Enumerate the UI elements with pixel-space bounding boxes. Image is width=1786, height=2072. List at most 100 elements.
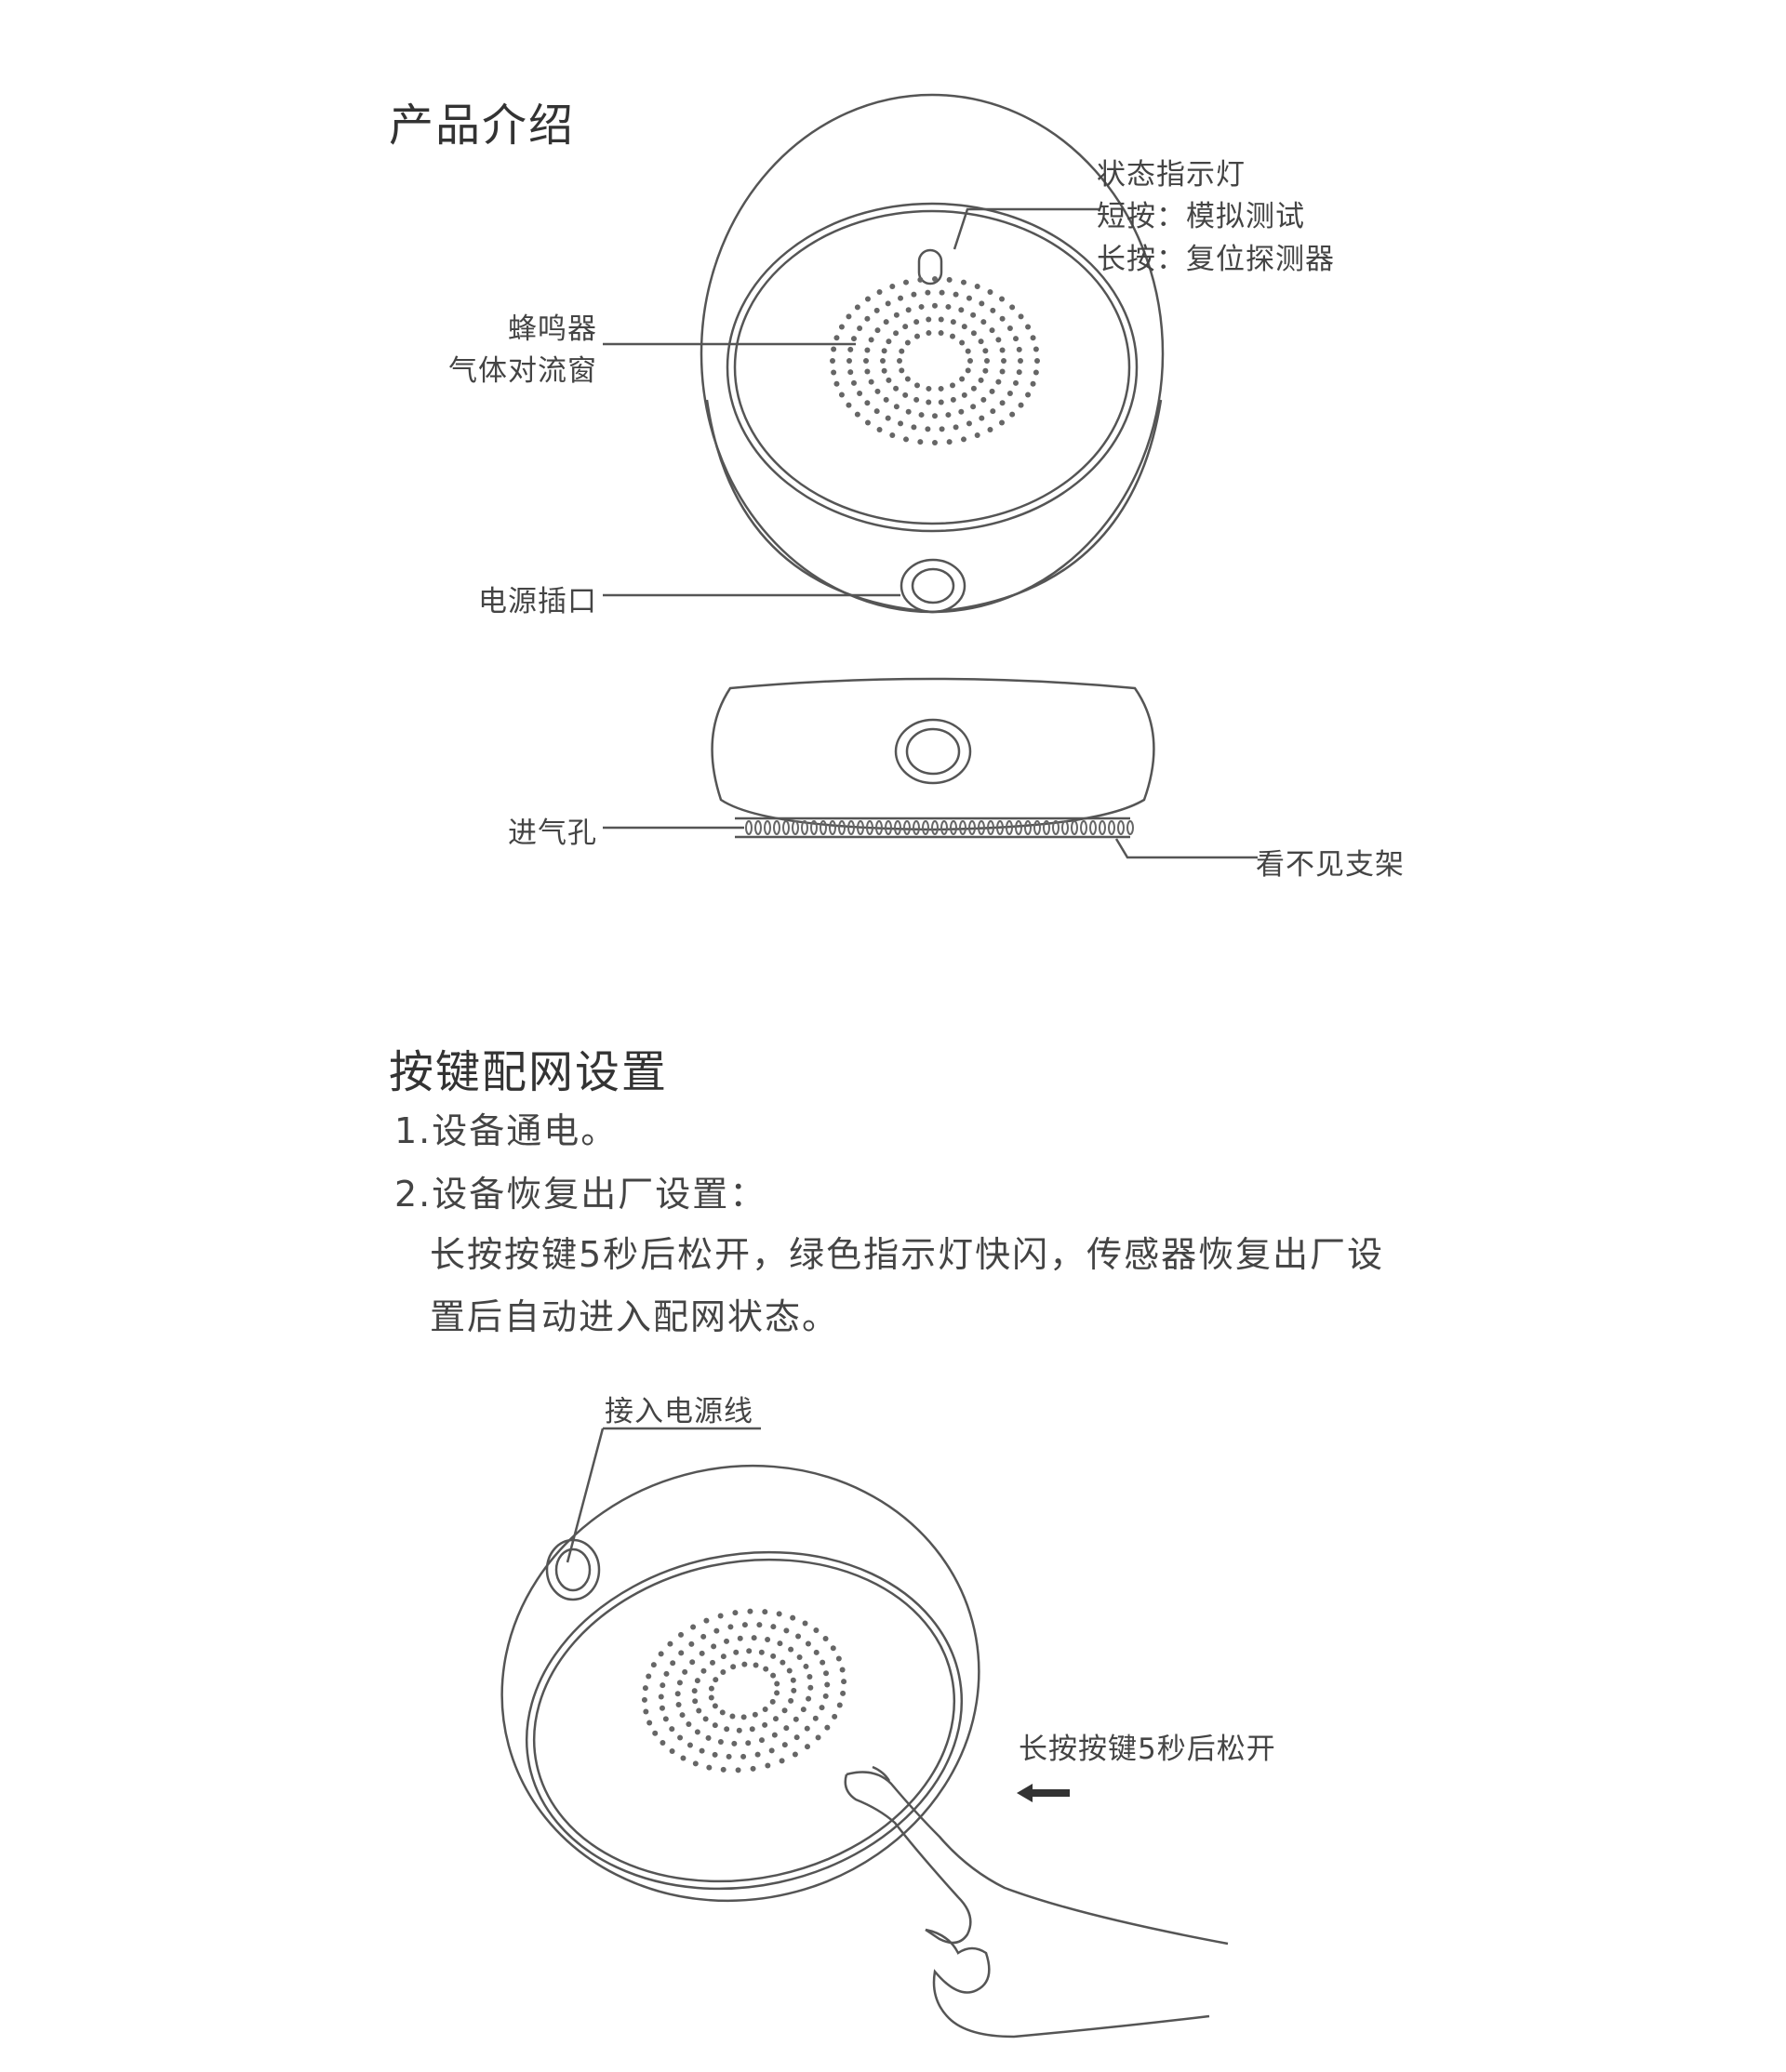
intake-slot bbox=[1080, 820, 1087, 835]
speaker-hole bbox=[756, 1622, 763, 1628]
speaker-hole bbox=[824, 1724, 831, 1731]
speaker-hole bbox=[978, 339, 984, 345]
speaker-hole bbox=[914, 382, 920, 389]
speaker-hole bbox=[911, 424, 917, 431]
speaker-hole bbox=[946, 439, 953, 445]
speaker-hole bbox=[754, 1751, 761, 1758]
speaker-hole bbox=[950, 319, 956, 325]
speaker-hole bbox=[926, 330, 932, 337]
intake-slot bbox=[810, 820, 818, 835]
device-outer-shell bbox=[700, 93, 1165, 614]
speaker-hole bbox=[652, 1730, 659, 1736]
power-cable-leader-line bbox=[566, 1428, 605, 1563]
speaker-hole bbox=[899, 367, 905, 374]
speaker-hole bbox=[932, 413, 938, 419]
speaker-hole bbox=[682, 1668, 688, 1675]
speaker-hole bbox=[706, 1764, 713, 1771]
speaker-hole bbox=[918, 303, 925, 310]
speaker-hole bbox=[713, 1627, 720, 1634]
speaker-hole bbox=[850, 379, 857, 386]
speaker-hole bbox=[903, 436, 910, 443]
intake-slot bbox=[773, 820, 780, 835]
speaker-hole bbox=[905, 408, 912, 415]
speaker-hole bbox=[762, 1721, 768, 1728]
label-buzzer: 蜂鸣器 bbox=[508, 312, 597, 346]
speaker-hole bbox=[646, 1720, 653, 1726]
speaker-hole bbox=[774, 1680, 780, 1687]
speaker-hole bbox=[911, 291, 917, 298]
speaker-hole bbox=[790, 1614, 796, 1621]
speaker-hole bbox=[786, 1667, 793, 1674]
intake-slot bbox=[866, 820, 873, 835]
speaker-hole bbox=[741, 1661, 748, 1667]
label-power-port: 电源插口 bbox=[478, 585, 597, 618]
speaker-hole bbox=[703, 1617, 710, 1624]
speaker-hole bbox=[847, 346, 854, 352]
intake-slot bbox=[1099, 820, 1106, 835]
speaker-hole bbox=[711, 1643, 717, 1650]
speaker-hole bbox=[663, 1670, 670, 1677]
speaker-hole bbox=[729, 1713, 736, 1720]
intake-slot bbox=[764, 820, 771, 835]
speaker-hole bbox=[781, 1707, 788, 1714]
speaker-holes-bottom bbox=[641, 1608, 847, 1773]
speaker-hole bbox=[904, 339, 911, 346]
speaker-hole bbox=[793, 1734, 800, 1741]
speaker-hole bbox=[689, 1659, 696, 1666]
speaker-hole bbox=[898, 420, 904, 427]
speaker-hole bbox=[740, 1753, 747, 1760]
speaker-hole bbox=[1025, 324, 1032, 330]
device-side-body bbox=[711, 677, 1155, 831]
speaker-hole bbox=[893, 330, 900, 337]
label-indicator: 状态指示灯 bbox=[1097, 158, 1246, 192]
speaker-hole bbox=[1016, 346, 1022, 352]
speaker-hole bbox=[846, 358, 852, 364]
speaker-hole bbox=[669, 1747, 675, 1754]
speaker-hole bbox=[670, 1660, 676, 1667]
speaker-hole bbox=[889, 432, 896, 439]
speaker-hole bbox=[899, 348, 905, 354]
speaker-hole bbox=[771, 1732, 778, 1738]
intake-slot bbox=[1071, 820, 1078, 835]
intake-slot bbox=[857, 820, 864, 835]
speaker-hole bbox=[724, 1726, 730, 1733]
speaker-hole bbox=[726, 1753, 732, 1760]
speaker-hole bbox=[765, 1762, 771, 1769]
speaker-hole bbox=[939, 426, 945, 432]
speaker-hole bbox=[938, 330, 944, 337]
device-top-face-bottom bbox=[525, 1550, 964, 1891]
speaker-hole bbox=[763, 1666, 769, 1672]
speaker-hole bbox=[804, 1725, 810, 1732]
speaker-hole bbox=[876, 427, 883, 433]
speaker-hole bbox=[741, 1622, 748, 1628]
speaker-hole bbox=[730, 1664, 737, 1670]
speaker-hole bbox=[806, 1695, 812, 1702]
speaker-hole bbox=[883, 396, 889, 403]
speaker-hole bbox=[925, 426, 931, 432]
speaker-hole bbox=[758, 1649, 765, 1655]
label-intake: 进气孔 bbox=[508, 817, 597, 850]
speaker-hole bbox=[966, 420, 972, 427]
speaker-hole bbox=[987, 427, 993, 433]
speaker-hole bbox=[958, 408, 965, 415]
speaker-hole bbox=[713, 1677, 719, 1683]
speaker-hole bbox=[762, 1609, 768, 1615]
speaker-hole bbox=[732, 1610, 739, 1616]
speaker-hole bbox=[712, 1703, 718, 1709]
speaker-hole bbox=[982, 367, 989, 374]
speaker-hole bbox=[913, 319, 920, 325]
speaker-hole bbox=[719, 1709, 726, 1716]
device-outer-shell-bottom bbox=[500, 1464, 980, 1903]
speaker-hole bbox=[735, 1767, 741, 1773]
device-base-curve bbox=[705, 399, 1163, 614]
speaker-hole bbox=[765, 1636, 771, 1642]
speaker-hole bbox=[839, 1667, 846, 1673]
speaker-hole bbox=[1030, 335, 1036, 341]
speaker-hole bbox=[720, 1654, 726, 1660]
speaker-hole bbox=[690, 1624, 697, 1630]
speaker-hole bbox=[772, 1716, 779, 1722]
speaker-hole bbox=[802, 1620, 808, 1627]
speaker-hole bbox=[953, 291, 959, 298]
speaker-hole bbox=[864, 296, 871, 302]
speaker-hole bbox=[995, 379, 1002, 385]
